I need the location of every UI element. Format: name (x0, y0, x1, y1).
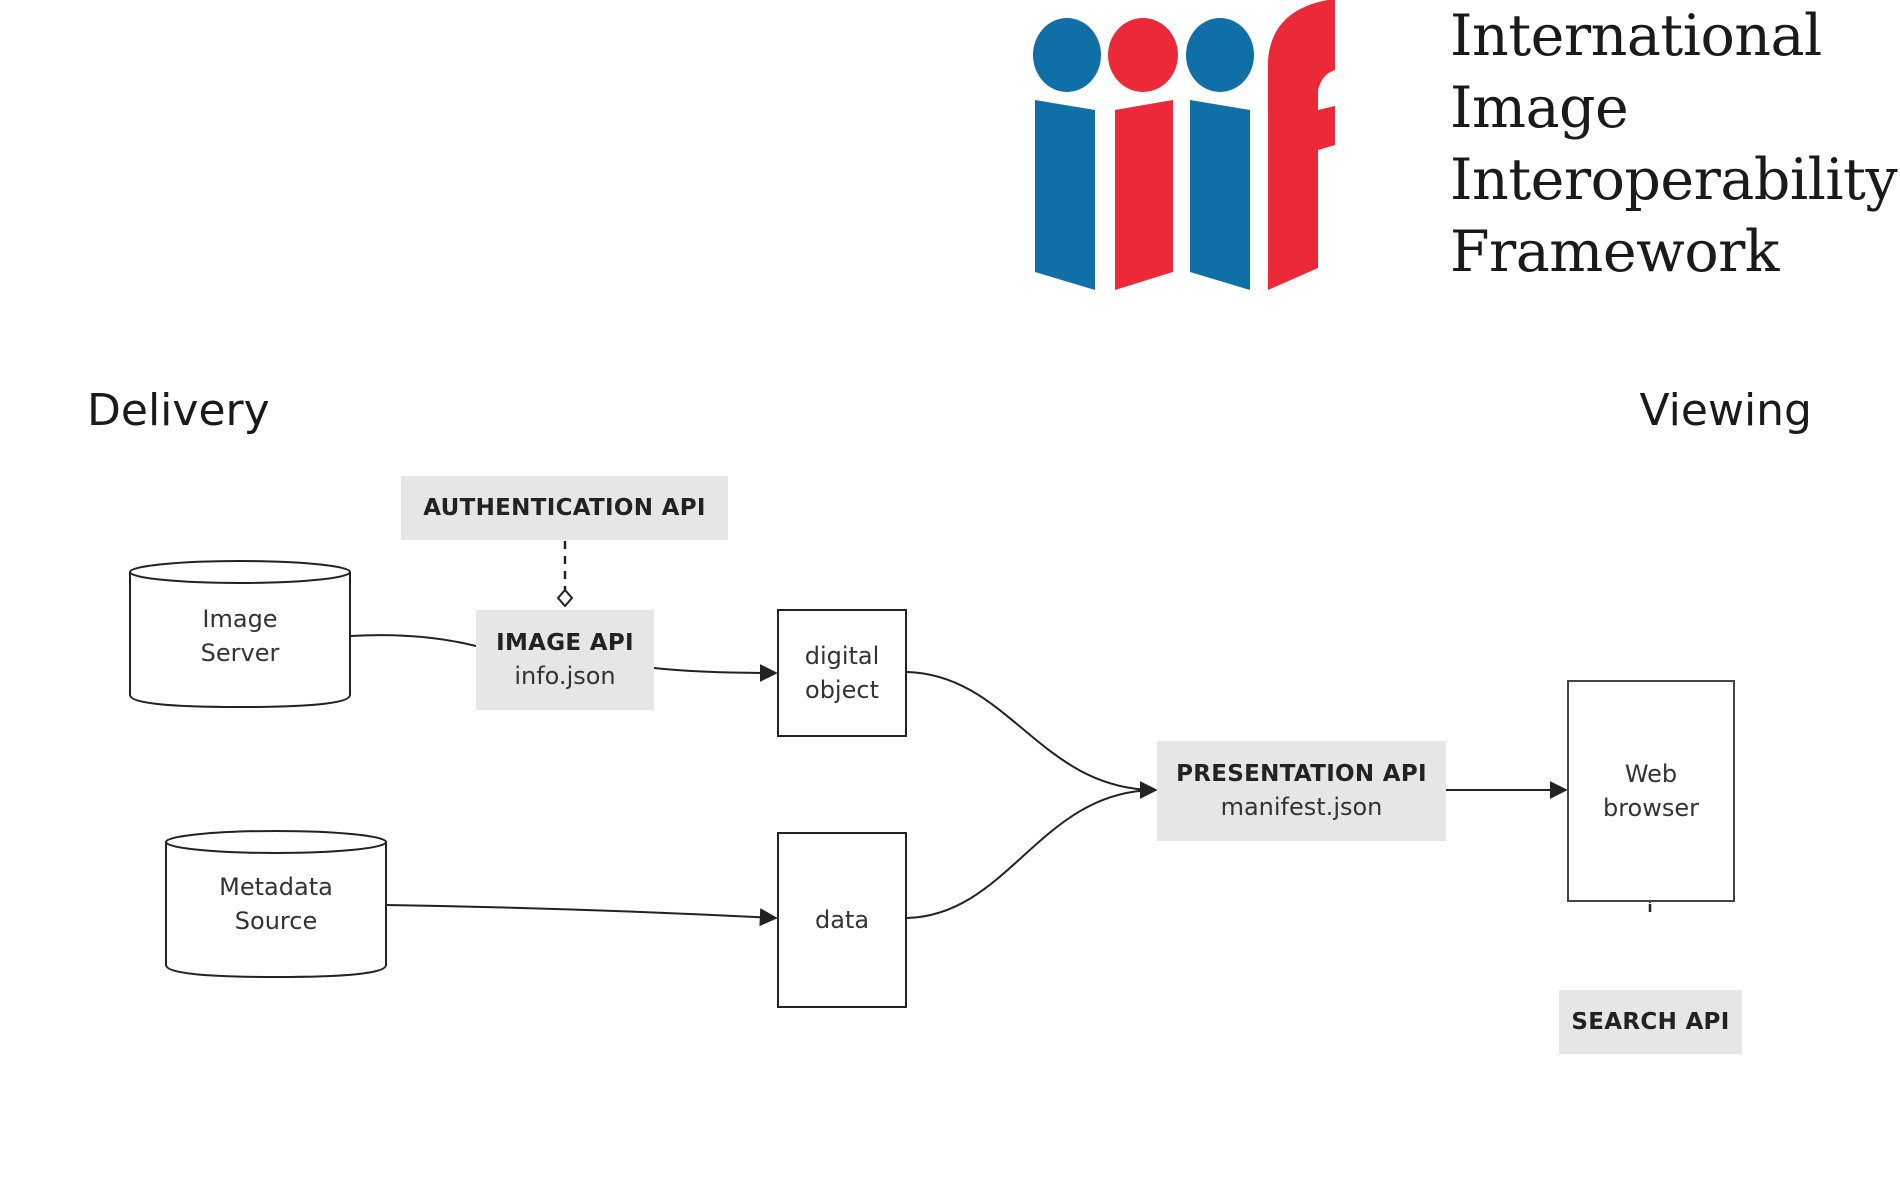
iiif-logo (1033, 0, 1335, 290)
presentation-api-title: PRESENTATION API (1176, 761, 1427, 787)
data-label: data (814, 906, 870, 934)
logo-dot-3 (1186, 18, 1254, 92)
edge-object-to-presentation (906, 671, 1158, 799)
edge-server-to-imageapi (349, 634, 477, 647)
image-api-sub: info.json (514, 662, 616, 690)
logo-stem-3 (1190, 100, 1250, 290)
metadata-source-line2: Source (234, 907, 318, 935)
image-api-title: IMAGE API (496, 630, 634, 656)
digital-object-line1: digital (804, 642, 880, 670)
section-delivery: Delivery (87, 385, 270, 436)
presentation-api-box: PRESENTATION API manifest.json (1157, 741, 1446, 841)
web-browser-box: Web browser (1567, 680, 1735, 902)
image-server-cylinder (129, 560, 351, 709)
auth-diamond (556, 588, 574, 608)
logo-stem-1 (1035, 100, 1095, 290)
search-api-box: SEARCH API (1559, 990, 1742, 1054)
authentication-api-box: AUTHENTICATION API (401, 476, 728, 540)
web-browser-line1: Web (1624, 760, 1678, 788)
logo-line-2: Image (1450, 75, 1629, 141)
edge-imageapi-to-object (653, 663, 778, 682)
data-box: data (777, 832, 907, 1008)
section-viewing: Viewing (1639, 385, 1812, 436)
logo-dot-2 (1108, 18, 1178, 92)
logo-wordmark: International Image Interoperability Fra… (1450, 0, 1898, 288)
edge-data-to-presentation (906, 789, 1157, 919)
logo-stem-2 (1115, 100, 1173, 290)
image-server-line2: Server (200, 639, 280, 667)
image-server-label: Image Server (130, 602, 350, 670)
image-api-box: IMAGE API info.json (476, 610, 654, 710)
logo-dot-1 (1033, 18, 1101, 92)
digital-object-line2: object (805, 676, 879, 704)
authentication-api-title: AUTHENTICATION API (423, 495, 706, 521)
edge-metadata-to-data (385, 904, 778, 927)
logo-f (1268, 0, 1335, 290)
metadata-source-label: Metadata Source (166, 870, 386, 938)
web-browser-line2: browser (1602, 794, 1700, 822)
digital-object-box: digital object (777, 609, 907, 737)
logo-line-3: Interoperability (1450, 147, 1898, 213)
metadata-source-line1: Metadata (219, 873, 333, 901)
search-api-title: SEARCH API (1571, 1009, 1730, 1035)
logo-line-1: International (1450, 3, 1822, 69)
image-server-line1: Image (202, 605, 278, 633)
presentation-api-sub: manifest.json (1220, 793, 1383, 821)
logo-line-4: Framework (1450, 219, 1779, 285)
metadata-source-cylinder (165, 830, 387, 979)
